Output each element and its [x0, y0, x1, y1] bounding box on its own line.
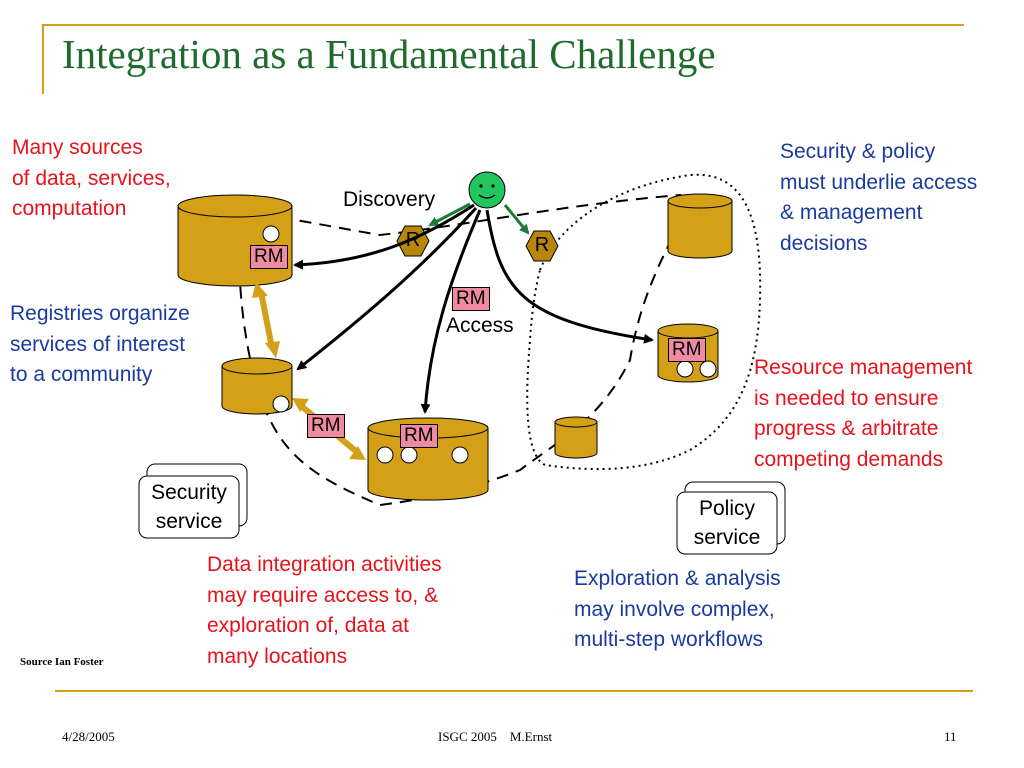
- annotation-exploration: Exploration & analysis may involve compl…: [574, 567, 781, 651]
- registry-label-left: R: [405, 229, 421, 251]
- rm-badge-access: RM: [452, 287, 490, 311]
- access-arrow-to-right: [485, 209, 654, 344]
- footer-center: ISGC 2005 M.Ernst: [438, 729, 553, 744]
- rm-badge-center: RM: [400, 424, 438, 448]
- registry-label-right: R: [534, 234, 550, 256]
- green-arrow-to-left-registry: [428, 202, 471, 227]
- green-arrow-to-right-registry: [503, 204, 530, 235]
- community-dashed-boundary: [238, 193, 694, 507]
- annotation-security-policy: Security & policy must underlie access &…: [780, 140, 978, 255]
- security-service-label: Security service: [151, 481, 227, 533]
- access-arrow-to-center: [420, 209, 482, 414]
- cylinder-topright: [667, 193, 733, 259]
- annotation-sources: Many sources of data, services, computat…: [12, 136, 171, 220]
- policy-service-label: Policy service: [693, 497, 761, 549]
- footer-page-number: 11: [944, 729, 957, 744]
- policy-dotted-boundary: [526, 173, 762, 471]
- title-vertical-rule: [42, 24, 44, 94]
- footer-date: 4/28/2005: [62, 729, 115, 744]
- discovery-label: Discovery: [343, 188, 436, 211]
- access-arrow-to-topleft: [293, 203, 475, 270]
- cylinder-large-topleft: [177, 194, 293, 287]
- security-service-card-front: [138, 475, 240, 539]
- annotation-resource-management: Resource management is needed to ensure …: [754, 356, 973, 471]
- footer-rule: [55, 690, 973, 692]
- annotation-data-integration: Data integration activities may require …: [207, 553, 442, 668]
- cylinder-small: [554, 416, 598, 459]
- registry-hexagon-right: [525, 230, 559, 262]
- title-horizontal-rule: [42, 24, 964, 26]
- source-credit: Source Ian Foster: [20, 656, 104, 668]
- annotation-registries: Registries organize services of interest…: [10, 302, 190, 386]
- rm-badge-topleft: RM: [250, 245, 288, 269]
- cylinder-registry-left: [221, 357, 293, 415]
- rm-badge-right: RM: [668, 338, 706, 362]
- access-arrow-to-registry: [296, 206, 478, 371]
- access-label: Access: [446, 314, 514, 337]
- gold-double-arrow-vertical: [252, 282, 280, 358]
- policy-service-card-front: [676, 491, 778, 555]
- slide-title: Integration as a Fundamental Challenge: [62, 31, 716, 77]
- rm-badge-left-middle: RM: [307, 414, 345, 438]
- user-smiley-icon: [468, 171, 506, 209]
